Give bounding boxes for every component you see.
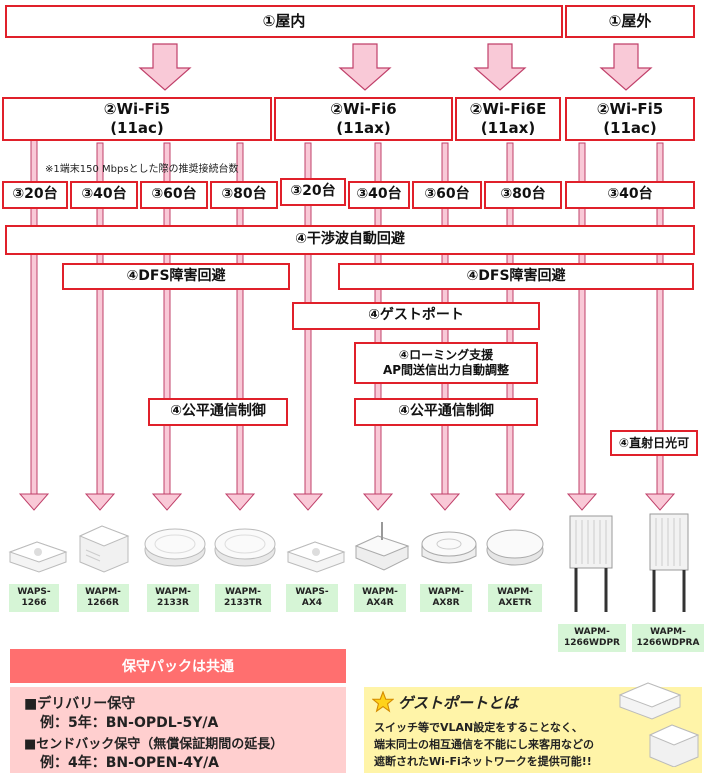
ap-image-wapm-2133r [144,528,206,567]
count-3: ③60台 [140,181,208,209]
product-label-7: WAPM- AX8R [420,584,472,612]
ap-image-waps-1266 [8,541,68,573]
guest-port-line1: スイッチ等でVLAN設定をすることなく、 [374,721,583,734]
roaming-line1: ④ローミング支援 [398,348,494,362]
connector-arrowhead-6 [362,493,394,511]
connector-arrowhead-1 [18,493,50,511]
indoor-box: ①屋内 [5,5,563,38]
dfs-left-box: ④DFS障害回避 [62,263,290,290]
fair-right-box: ④公平通信制御 [354,398,538,426]
ap-image-wapm-1266r [78,525,130,573]
connector-arrowhead-4 [224,493,256,511]
count-5: ③20台 [280,178,346,206]
product-label-8: WAPM- AXETR [488,584,542,612]
ap-image-wapm-2133tr [214,528,276,567]
block-arrow-2 [338,43,392,91]
block-arrow-1 [138,43,192,91]
product-label-5: WAPS- AX4 [286,584,338,612]
count-2: ③40台 [70,181,138,209]
wifi6e-code: (11ax) [480,119,536,137]
wifi5-outdoor-name: ②Wi-Fi5 [596,100,664,119]
product-label-1: WAPS- 1266 [9,584,59,612]
sendback-example: 例：4年：BN-OPEN-4Y/A [40,755,220,771]
guest-port-line2: 端末同士の相互通信を不能にし来客用などの [374,738,594,751]
count-7: ③60台 [412,181,482,209]
ap-image-wapm-ax4r [354,522,410,571]
guest-port-info: ゲストポートとは スイッチ等でVLAN設定をすることなく、 端末同士の相互通信を… [364,682,702,773]
count-8: ③80台 [484,181,562,209]
connector-arrowhead-2 [84,493,116,511]
block-arrow-4 [599,43,653,91]
product-label-2: WAPM- 1266R [77,584,129,612]
wifi6-box: ②Wi-Fi6 (11ax) [274,97,453,141]
wifi6-code: (11ax) [336,119,391,137]
guest-port-box: ④ゲストポート [292,302,540,330]
roaming-box: ④ローミング支援 AP間送信出力自動調整 [354,342,538,384]
dfs-right-box: ④DFS障害回避 [338,263,694,290]
wifi5-code: (11ac) [110,119,164,137]
guest-port-line3: 遮断されたWi-Fiネットワークを提供可能!! [374,755,592,768]
connector-arrowhead-5 [292,493,324,511]
ap-image-waps-ax4 [286,541,346,573]
wifi5-outdoor-box: ②Wi-Fi5 (11ac) [565,97,695,141]
guest-ap-image-1 [618,682,682,720]
count-1: ③20台 [2,181,68,209]
connector-arrowhead-3 [151,493,183,511]
delivery-label: ■デリバリー保守 [24,696,136,712]
connector-arrowhead-9 [566,493,598,511]
wifi6-name: ②Wi-Fi6 [330,100,397,119]
product-label-4: WAPM- 2133TR [215,584,271,612]
roaming-line2: AP間送信出力自動調整 [382,363,510,377]
wifi5-outdoor-code: (11ac) [603,119,657,137]
ap-image-wapm-1266wdpr [569,515,613,612]
sendback-label: ■センドバック保守（無償保証期間の延長） [24,737,284,752]
guest-ap-image-2 [648,724,700,767]
wifi6e-box: ②Wi-Fi6E (11ax) [455,97,561,141]
outdoor-box: ①屋外 [565,5,695,38]
connection-note: ※1端末150 Mbpsとした際の推奨接続台数 [45,164,239,175]
wifi5-box: ②Wi-Fi5 (11ac) [2,97,272,141]
connector-arrowhead-8 [494,493,526,511]
ap-image-wapm-ax8r [421,531,477,564]
ap-image-wapm-axetr [486,529,544,566]
connector-arrowhead-10 [644,493,676,511]
maintenance-body: ■デリバリー保守 例：5年：BN-OPDL-5Y/A ■センドバック保守（無償保… [10,687,346,773]
sunlight-box: ④直射日光可 [610,430,698,456]
star-icon [372,691,394,713]
guest-port-title: ゲストポートとは [398,694,519,712]
product-label-10: WAPM- 1266WDPRA [632,624,704,652]
delivery-example: 例：5年：BN-OPDL-5Y/A [40,715,219,731]
ap-image-wapm-1266wdpra [649,513,689,612]
product-label-6: WAPM- AX4R [354,584,406,612]
count-6: ③40台 [348,181,410,209]
block-arrow-3 [473,43,527,91]
count-4: ③80台 [210,181,278,209]
count-9: ③40台 [565,181,695,209]
wifi5-name: ②Wi-Fi5 [103,100,171,119]
maintenance-title: 保守パックは共通 [10,649,346,683]
wifi6e-name: ②Wi-Fi6E [469,100,547,119]
connector-arrowhead-7 [429,493,461,511]
product-label-9: WAPM- 1266WDPR [558,624,626,652]
fair-left-box: ④公平通信制御 [148,398,288,426]
product-label-3: WAPM- 2133R [147,584,199,612]
interference-box: ④干渉波自動回避 [5,225,695,255]
